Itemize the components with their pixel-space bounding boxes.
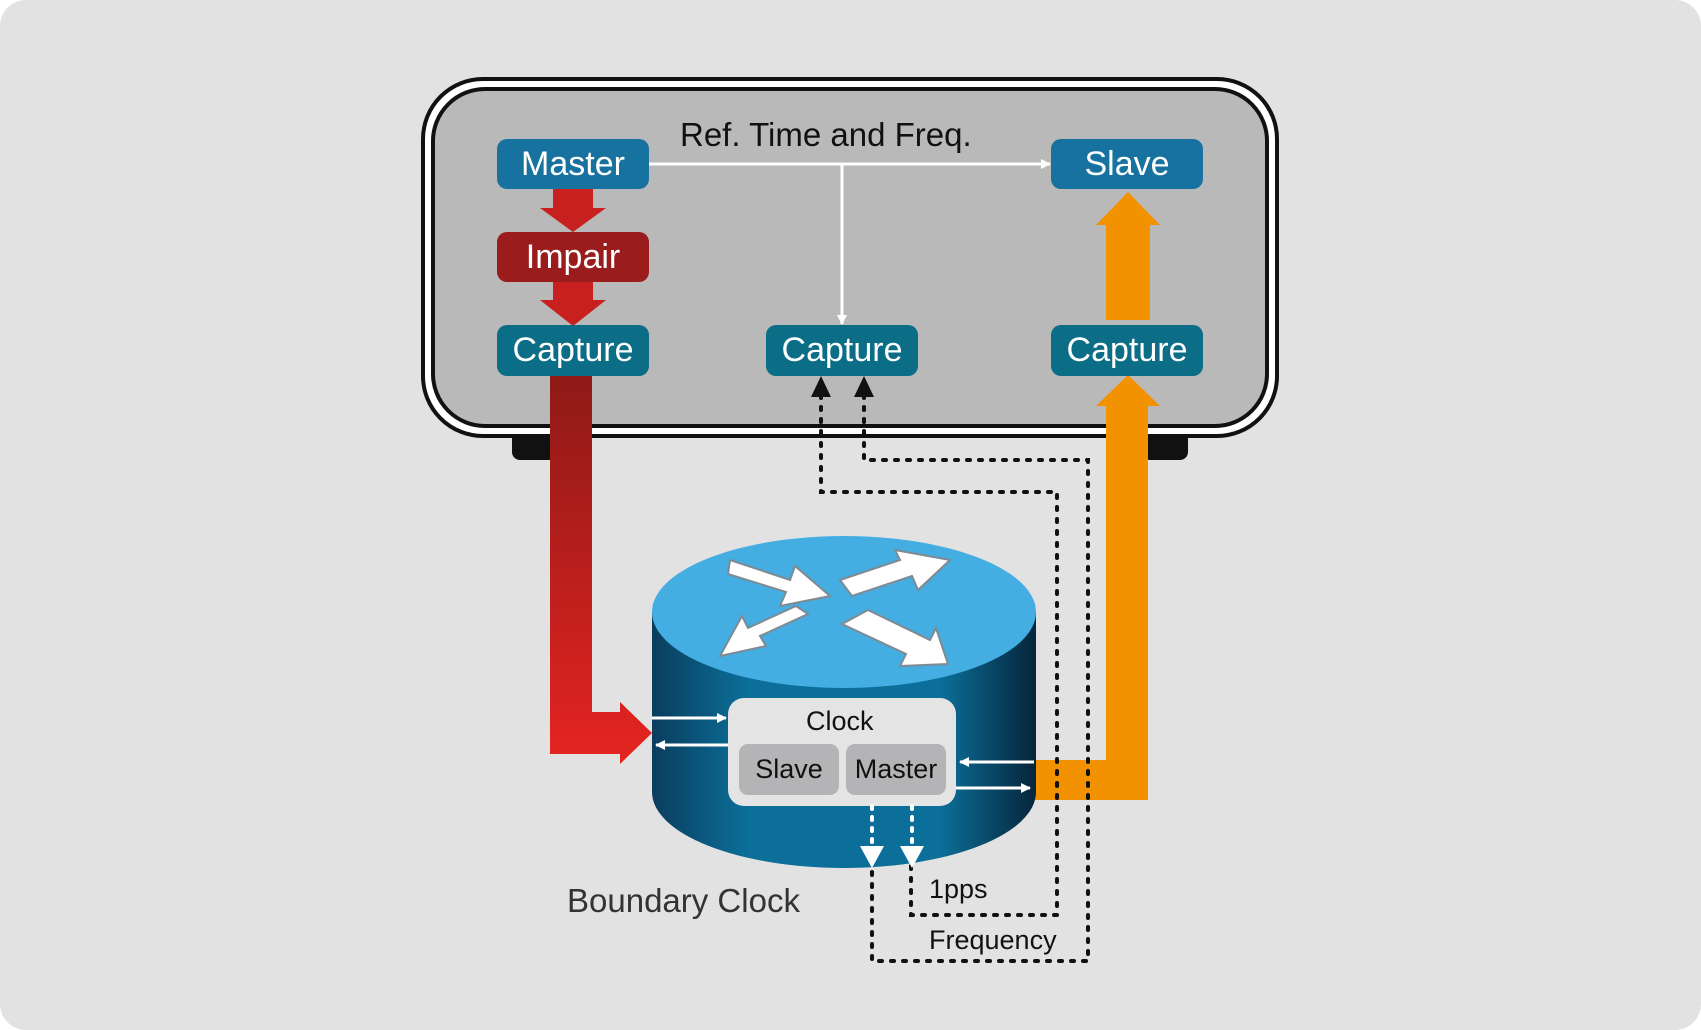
ref-arrows bbox=[648, 159, 1051, 325]
orange-stream-arrow bbox=[1030, 192, 1160, 800]
red-stream-arrow bbox=[550, 375, 652, 764]
capture-left-box: Capture bbox=[497, 325, 649, 376]
clock-arrows bbox=[652, 713, 1034, 793]
impair-box: Impair bbox=[497, 232, 649, 282]
clock-slave-box: Slave bbox=[739, 744, 839, 795]
frequency-label: Frequency bbox=[929, 925, 1057, 955]
master-out-arrowhead-1 bbox=[860, 846, 884, 868]
router-arrows-icon bbox=[718, 548, 953, 668]
ref-time-freq-label: Ref. Time and Freq. bbox=[680, 116, 972, 153]
freq-arrowhead bbox=[854, 376, 874, 397]
master-outputs bbox=[870, 804, 914, 850]
capture-mid-box: Capture bbox=[766, 325, 918, 376]
boundary-clock-title: Boundary Clock bbox=[567, 882, 800, 919]
clock-label: Clock bbox=[806, 706, 874, 736]
master-box: Master bbox=[497, 139, 649, 189]
signal-lines bbox=[819, 393, 1090, 963]
pps-label: 1pps bbox=[929, 874, 988, 904]
slave-box: Slave bbox=[1051, 139, 1203, 189]
pps-arrowhead bbox=[811, 376, 831, 397]
capture-right-box: Capture bbox=[1051, 325, 1203, 376]
master-out-arrowhead-2 bbox=[900, 846, 924, 868]
clock-master-box: Master bbox=[846, 744, 946, 795]
impair-stream-arrow bbox=[540, 188, 606, 326]
